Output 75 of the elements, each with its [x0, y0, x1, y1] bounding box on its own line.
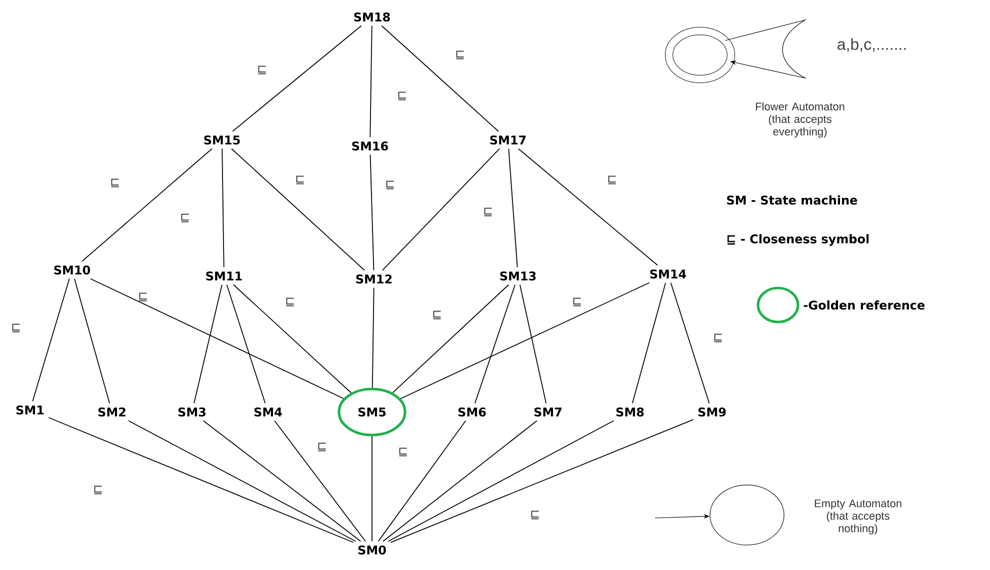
connector-line: [48, 417, 354, 543]
state-label: SM9: [698, 407, 726, 417]
closeness-symbol: ⊑: [94, 486, 102, 494]
closeness-symbol: ⊑: [398, 92, 406, 100]
closeness-symbol: ⊑: [608, 176, 616, 184]
closeness-symbol: ⊑: [399, 448, 407, 456]
closeness-symbol: ⊑: [318, 442, 326, 452]
connector-line: [381, 25, 499, 132]
state-label: SM8: [616, 407, 644, 417]
connector-line: [474, 284, 516, 404]
state-label: SM13: [500, 271, 536, 281]
connector-line: [392, 284, 510, 394]
legend-text: ⊑ - Closeness symbol: [727, 234, 869, 246]
legend-text: -Golden reference: [804, 300, 925, 310]
state-label: SM16: [352, 141, 388, 151]
automaton-caption: Empty Automaton (that accepts nothing): [814, 500, 902, 534]
closeness-symbol: ⊑: [531, 510, 539, 520]
connector-line: [370, 154, 374, 271]
closeness-symbol: ⊑: [433, 310, 441, 320]
closeness-symbol: ⊑: [573, 298, 581, 306]
connector-line: [82, 148, 212, 262]
connector-line: [390, 419, 694, 543]
closeness-symbol: ⊑: [456, 50, 464, 60]
connector-line: [202, 420, 362, 542]
connector-line: [382, 420, 538, 542]
connector-line: [388, 420, 614, 542]
connector-line: [32, 278, 70, 402]
self-loop-arrow: [724, 20, 806, 78]
automaton-caption: Flower Automaton (that accepts everything): [756, 102, 844, 138]
state-label: SM0: [358, 545, 386, 555]
state-label: SM7: [534, 407, 562, 417]
connector-line: [372, 287, 374, 388]
connector-line: [508, 148, 518, 268]
closeness-symbol: ⊑: [111, 178, 119, 188]
connector-line: [222, 148, 224, 268]
legend-text: SM - State machine: [727, 195, 858, 205]
state-label: SM4: [254, 407, 282, 417]
closeness-symbol: ⊑: [258, 66, 266, 74]
state-label: SM3: [178, 407, 206, 417]
connector-line: [632, 282, 666, 404]
closeness-symbol: ⊑: [484, 208, 492, 216]
closeness-symbol: ⊑: [386, 180, 394, 190]
state-label: SM10: [54, 265, 90, 275]
connector-line: [226, 284, 266, 404]
connector-line: [670, 282, 710, 404]
connector-line: [74, 278, 110, 404]
state-label: SM11: [206, 271, 242, 281]
closeness-symbol: ⊑: [296, 176, 304, 184]
closeness-symbol: ⊑: [286, 298, 294, 306]
connector-line: [274, 420, 366, 542]
connector-line: [400, 282, 650, 400]
closeness-symbol: ⊑: [714, 334, 722, 342]
state-label: SM12: [356, 274, 392, 284]
connector-line: [519, 284, 547, 404]
connector-line: [518, 148, 658, 266]
state-label: SM1: [16, 405, 44, 415]
connector-line: [232, 25, 362, 132]
input-label: a,b,c,.......: [838, 38, 906, 52]
state-label: SM17: [490, 135, 526, 145]
connector-line: [233, 284, 352, 394]
state-label: SM6: [458, 407, 486, 417]
connector-line: [231, 148, 365, 271]
connector-line: [194, 284, 222, 404]
closeness-symbol: ⊑: [12, 324, 20, 332]
state-label: SM14: [650, 269, 686, 279]
state-label: SM2: [98, 407, 126, 417]
state-label: SM18: [354, 12, 390, 22]
state-label: SM15: [204, 135, 240, 145]
closeness-symbol: ⊑: [181, 214, 189, 222]
connector-line: [382, 148, 500, 271]
connector-line: [378, 420, 466, 542]
closeness-symbol: ⊑: [139, 292, 147, 302]
connector-line: [90, 278, 344, 399]
connector-line: [370, 25, 372, 138]
connector-line: [128, 420, 356, 542]
